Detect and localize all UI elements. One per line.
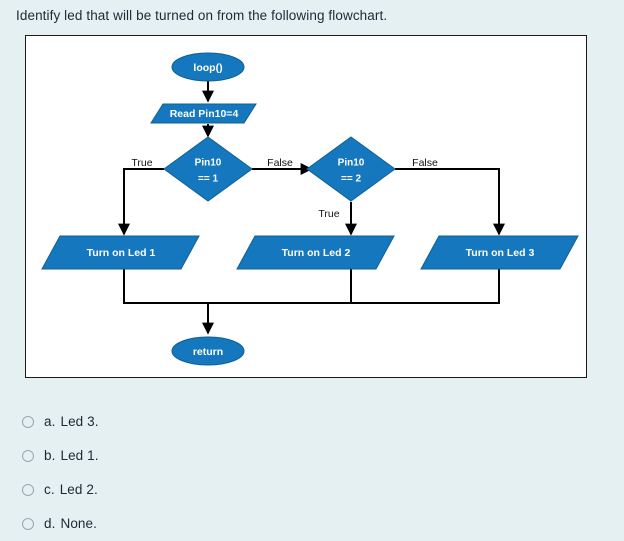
node-action3-shape <box>420 235 579 270</box>
node-decision2-shape <box>306 136 396 202</box>
node-action2-label: Turn on Led 2 <box>282 247 351 259</box>
node-return-label: return <box>193 346 223 358</box>
edge-label-decision2-false: False <box>412 157 438 169</box>
edge-decision1-true <box>118 168 164 236</box>
node-return-shape <box>171 336 245 366</box>
answer-option-c[interactable]: c. Led 2. <box>22 473 442 507</box>
node-decision1-label-line1: Pin10 <box>195 158 222 169</box>
answer-option-d[interactable]: d. None. <box>22 507 442 541</box>
radio-button-b[interactable] <box>22 450 34 462</box>
edge-label-decision2-true: True <box>318 208 339 220</box>
radio-button-a[interactable] <box>22 416 34 428</box>
flowchart-container: loop() Read Pin10=4 Pin10 == 1 Pin10 == … <box>25 35 587 378</box>
node-decision1-label-line2: == 1 <box>198 174 218 185</box>
node-start-label: loop() <box>193 62 222 74</box>
node-action1-shape <box>41 235 200 270</box>
node-action2-shape <box>236 235 395 270</box>
edge-decision2-false <box>395 168 505 236</box>
answer-option-b-text: Led 1. <box>60 448 99 463</box>
radio-button-d[interactable] <box>22 518 34 530</box>
answer-option-d-text: None. <box>60 516 97 531</box>
answer-option-a[interactable]: a. Led 3. <box>22 405 442 439</box>
node-start-shape <box>171 52 245 82</box>
answer-option-b-key: b. <box>44 448 56 463</box>
flowchart-diagram: loop() Read Pin10=4 Pin10 == 1 Pin10 == … <box>41 52 579 366</box>
answer-option-d-key: d. <box>44 516 56 531</box>
answer-option-a-key: a. <box>44 414 56 429</box>
node-decision1-shape <box>163 136 253 202</box>
edge-label-decision1-true: True <box>131 157 152 169</box>
node-read-label: Read Pin10=4 <box>170 108 239 120</box>
answer-options-list: a. Led 3. b. Led 1. c. Led 2. d. None. <box>22 405 442 541</box>
answer-option-c-text: Led 2. <box>59 482 98 497</box>
node-decision2-label-line2: == 2 <box>341 174 361 185</box>
node-read-shape <box>150 103 257 124</box>
radio-button-c[interactable] <box>22 484 34 496</box>
node-action1-label: Turn on Led 1 <box>87 247 156 259</box>
answer-option-c-key: c. <box>44 482 55 497</box>
node-decision2-label-line1: Pin10 <box>338 158 365 169</box>
edge-label-decision1-false: False <box>267 157 293 169</box>
question-prompt: Identify led that will be turned on from… <box>16 8 388 23</box>
node-action3-label: Turn on Led 3 <box>466 247 535 259</box>
answer-option-a-text: Led 3. <box>60 414 99 429</box>
answer-option-b[interactable]: b. Led 1. <box>22 439 442 473</box>
